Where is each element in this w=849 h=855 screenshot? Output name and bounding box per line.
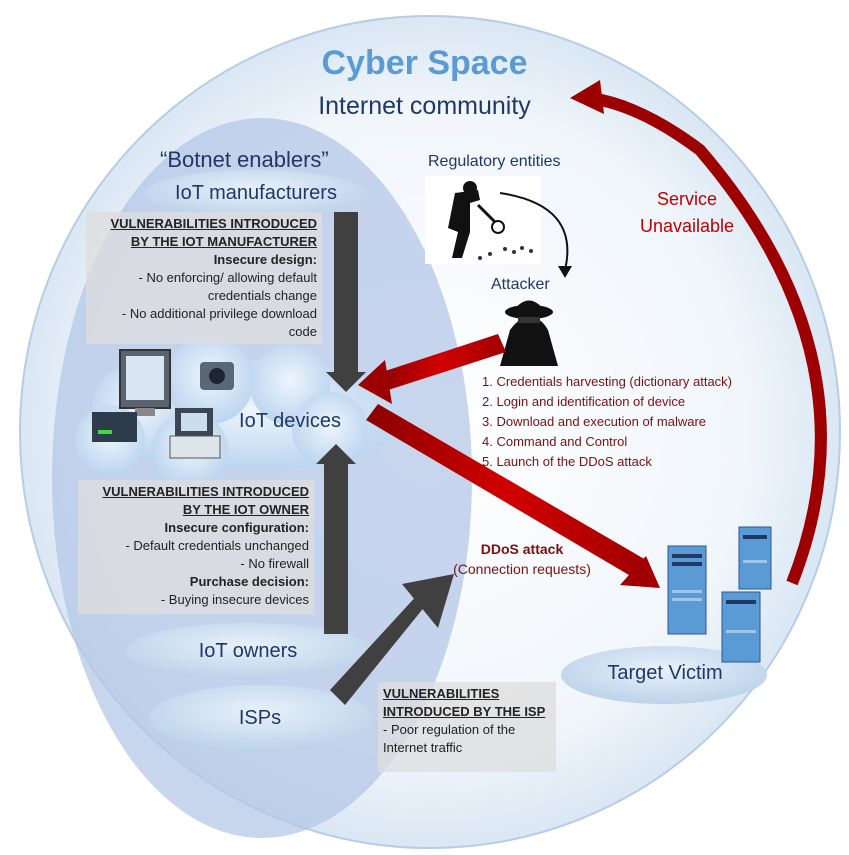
server-icon (667, 526, 772, 663)
manufacturer-item: code (288, 324, 317, 339)
service-unavailable-arrow (589, 92, 827, 586)
attack-step: 2. Login and identification of device (482, 394, 686, 409)
manufacturer-heading-2: BY THE IOT MANUFACTURER (130, 234, 317, 249)
ddos-subtitle: (Connection requests) (453, 561, 591, 577)
attacker-to-devices-arrow (376, 334, 506, 392)
manufacturers-label: IoT manufacturers (175, 182, 337, 204)
owners-pill (126, 623, 370, 679)
isps-label: ISPs (238, 707, 282, 729)
attack-steps-list: 1. Credentials harvesting (dictionary at… (482, 372, 732, 472)
devices-label: IoT devices (239, 410, 341, 432)
victim-pill (561, 646, 767, 704)
ddos-title: DDoS attack (480, 541, 564, 557)
ddos-red-arrow (366, 404, 646, 578)
owner-subheading-2: Purchase decision: (189, 574, 309, 589)
manufacturer-subheading: Insecure design: (213, 252, 317, 267)
manufacturer-heading-1: VULNERABILITIES INTRODUCED (110, 216, 317, 231)
attack-step: 4. Command and Control (482, 434, 628, 449)
victim-label: Target Victim (607, 662, 723, 684)
isp-item: - Poor regulation of the (383, 722, 516, 737)
manufacturer-item: - No additional privilege download (121, 306, 317, 321)
attacker-label: Attacker (491, 276, 550, 293)
isps-pill (149, 685, 373, 751)
owner-heading-1: VULNERABILITIES INTRODUCED (102, 484, 309, 499)
ddos-label: DDoS attack (Connection requests) (442, 539, 602, 579)
isp-heading-2: INTRODUCED BY THE ISP (383, 704, 546, 719)
manufacturer-item: credentials change (207, 288, 317, 303)
isp-heading-1: VULNERABILITIES (383, 686, 500, 701)
service-line-2: Unavailable (639, 216, 735, 236)
owner-vulnerability-box: VULNERABILITIES INTRODUCED BY THE IOT OW… (78, 480, 314, 614)
computer-devices-icon (92, 349, 234, 459)
owner-item: - Buying insecure devices (160, 592, 309, 607)
page-subtitle: Internet community (318, 92, 531, 120)
gray-arrows (316, 212, 454, 705)
page-title: Cyber Space (321, 44, 528, 82)
hooded-attacker-icon (500, 300, 558, 366)
service-line-1: Service (656, 189, 718, 209)
owner-heading-2: BY THE IOT OWNER (182, 502, 309, 517)
isp-item: Internet traffic (383, 740, 463, 755)
owner-subheading-1: Insecure configuration: (164, 520, 309, 535)
owner-item: - Default credentials unchanged (125, 538, 309, 553)
attack-step: 3. Download and execution of malware (482, 414, 707, 429)
manufacturer-vulnerability-box: VULNERABILITIES INTRODUCED BY THE IOT MA… (86, 212, 322, 344)
regulator-attacker-arrow (499, 192, 569, 271)
attack-step: 5. Launch of the DDoS attack (482, 454, 652, 469)
detective-icon (425, 176, 541, 264)
attack-step: 1. Credentials harvesting (dictionary at… (482, 374, 733, 389)
manufacturers-pill (144, 170, 368, 218)
regulators-label: Regulatory entities (428, 153, 561, 170)
service-unavailable-label: Service Unavailable (612, 186, 762, 240)
owner-item: - No firewall (240, 556, 309, 571)
owners-label: IoT owners (198, 640, 298, 662)
botnet-enablers-label: “Botnet enablers” (160, 147, 329, 172)
isp-vulnerability-box: VULNERABILITIES INTRODUCED BY THE ISP - … (378, 682, 556, 772)
manufacturer-item: - No enforcing/ allowing default (138, 270, 318, 285)
